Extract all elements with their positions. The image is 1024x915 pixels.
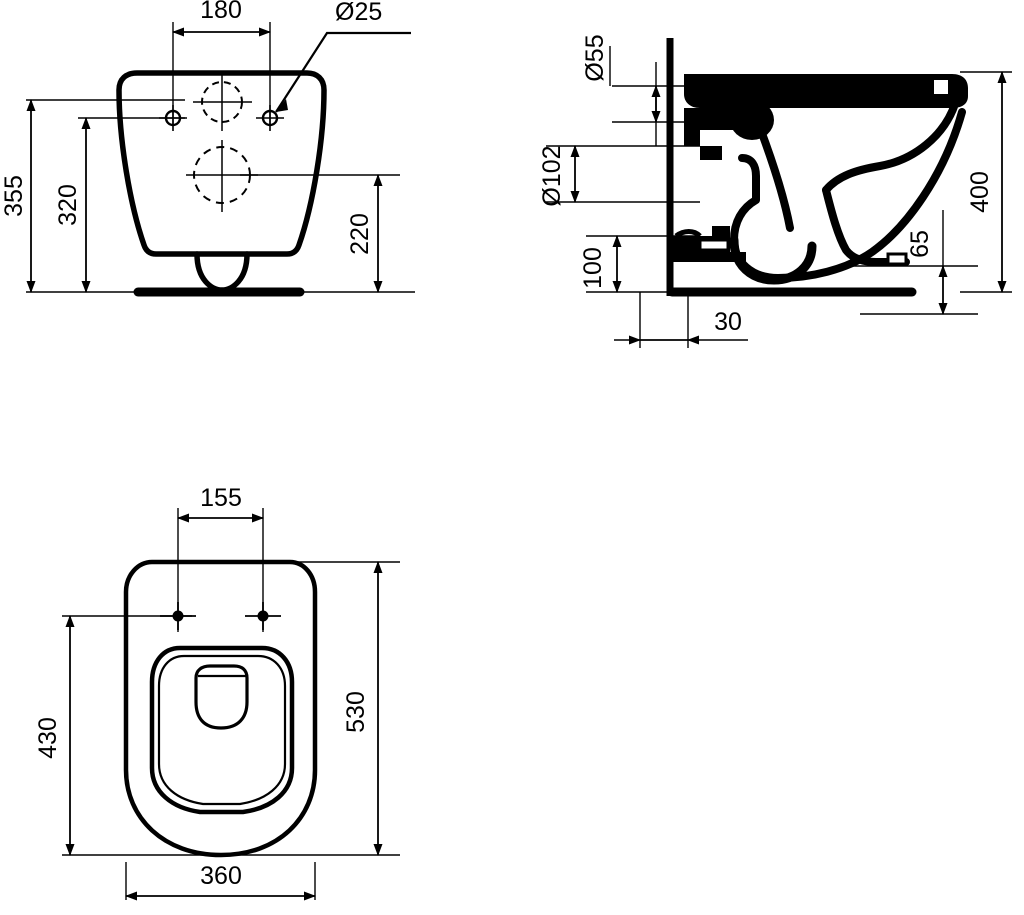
side-view: Ø55 Ø102 100 30 400 65 <box>538 34 1012 348</box>
front-dim-180-label: 180 <box>200 0 242 24</box>
front-dim-220-label: 220 <box>346 213 374 255</box>
plan-dim-360: 360 <box>125 862 316 901</box>
plan-outer-rim <box>123 559 318 858</box>
front-dim-355: 355 <box>0 99 36 293</box>
side-dim-100-label: 100 <box>579 247 607 289</box>
plan-dim-530: 530 <box>342 561 383 856</box>
plan-dim-155-label: 155 <box>200 484 242 512</box>
side-support-strut <box>822 186 910 266</box>
side-inlet-chamber <box>700 146 722 160</box>
side-rim-return <box>822 100 959 194</box>
side-dim-65: 65 <box>860 230 978 315</box>
front-dim-180: 180 <box>172 0 271 37</box>
plan-bowl-opening-outer <box>149 645 295 815</box>
side-dim-d102-label: Ø102 <box>538 145 566 206</box>
side-strut-foot <box>886 252 908 266</box>
plan-view: 155 430 530 360 <box>34 484 400 901</box>
side-rim-notch <box>934 80 948 94</box>
side-dim-400-label: 400 <box>966 171 994 213</box>
front-fixing-hole-left <box>159 105 187 131</box>
side-bowl-inner-wall <box>756 124 794 232</box>
side-dim-30: 30 <box>614 308 748 345</box>
plan-dim-430-label: 430 <box>34 717 62 759</box>
plan-dim-530-label: 530 <box>342 691 370 733</box>
front-outlet-arc <box>194 251 250 293</box>
side-dim-d55-label: Ø55 <box>581 34 609 81</box>
side-dim-30-label: 30 <box>714 308 742 336</box>
front-dim-d25: Ø25 <box>275 0 411 113</box>
front-dim-320-label: 320 <box>54 184 82 226</box>
plan-dim-430: 430 <box>34 615 75 856</box>
side-dim-65-label: 65 <box>906 230 934 258</box>
front-dim-320: 320 <box>54 117 91 293</box>
side-dim-100: 100 <box>579 235 622 293</box>
side-dim-d55: Ø55 <box>581 34 661 146</box>
front-inlet-circle <box>193 74 252 131</box>
side-bracket <box>672 252 746 262</box>
front-dim-d25-label: Ø25 <box>335 0 382 26</box>
side-outlet-flange <box>674 229 702 239</box>
plan-bowl-opening-inner <box>157 654 287 806</box>
side-dim-400: 400 <box>966 71 1007 293</box>
front-bowl-outline <box>116 70 327 257</box>
side-junction-blob <box>730 100 774 140</box>
side-top-rim <box>672 74 968 108</box>
front-view: 180 355 320 220 Ø25 <box>0 0 415 297</box>
front-dim-355-label: 355 <box>0 175 28 217</box>
plan-dim-360-label: 360 <box>200 862 242 890</box>
side-inlet-block <box>684 100 742 146</box>
plan-fixing-hole-left <box>160 602 196 630</box>
front-fixing-hole-right <box>256 105 284 131</box>
plan-flap-detail <box>194 664 249 730</box>
front-outlet-circle <box>186 140 258 212</box>
plan-fixing-hole-right <box>245 602 281 630</box>
front-dim-220: 220 <box>346 174 383 293</box>
plan-dim-155: 155 <box>177 484 264 523</box>
side-outlet-seal <box>698 238 730 252</box>
side-dim-d102: Ø102 <box>538 145 580 207</box>
